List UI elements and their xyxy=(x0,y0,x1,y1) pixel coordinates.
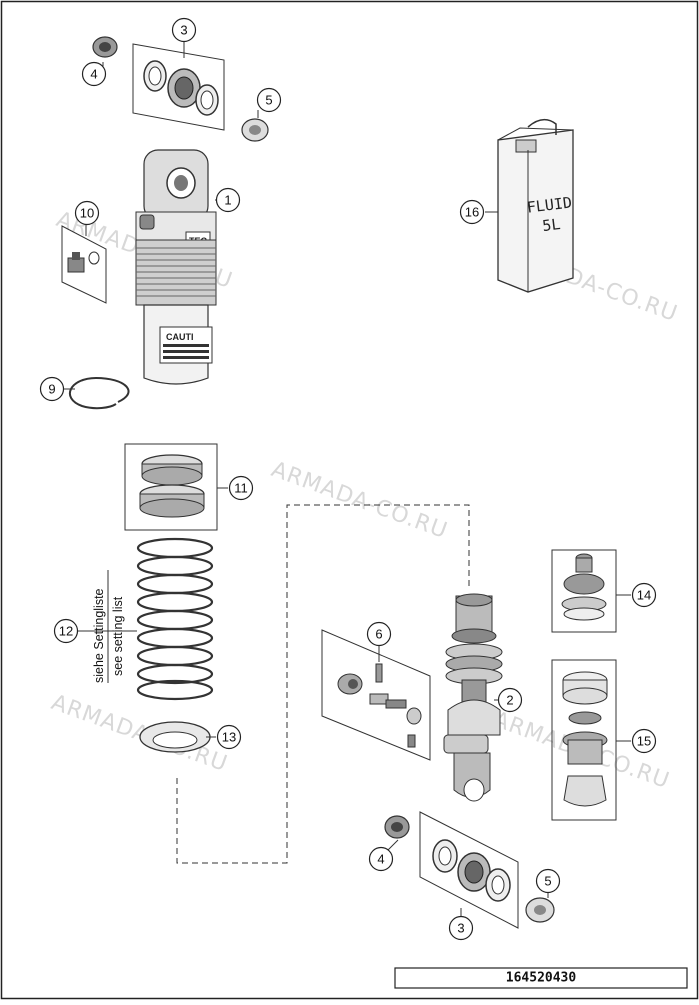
callout-4-bottom: 4 xyxy=(368,846,394,872)
svg-text:13: 13 xyxy=(222,730,236,745)
callout-2: 2 xyxy=(497,687,523,713)
bearing-kit-bottom xyxy=(419,811,519,929)
svg-text:6: 6 xyxy=(375,627,382,642)
callout-3-bottom: 3 xyxy=(448,915,474,941)
setting-note-de: siehe Settingliste xyxy=(92,588,106,683)
svg-text:9: 9 xyxy=(48,382,55,397)
svg-text:11: 11 xyxy=(234,481,248,496)
fluid-can: FLUID 5L xyxy=(497,118,574,293)
spring-retainer-kit xyxy=(124,443,218,531)
bushing-top xyxy=(92,36,118,58)
svg-text:4: 4 xyxy=(90,67,97,82)
callout-15: 15 xyxy=(631,728,657,754)
part-number: 164520430 xyxy=(506,971,577,986)
shock-absorber-body: TEC CAUTI xyxy=(135,149,217,385)
callout-11: 11 xyxy=(228,475,254,501)
shock-caution-label: CAUTI xyxy=(166,332,194,342)
seal-ring-bottom xyxy=(525,897,555,923)
spring-seat xyxy=(139,721,211,753)
valve-kit xyxy=(61,225,107,304)
svg-text:1: 1 xyxy=(224,193,231,208)
bearing-kit-top xyxy=(132,43,225,131)
svg-text:14: 14 xyxy=(637,588,651,603)
svg-text:15: 15 xyxy=(637,734,651,749)
callout-6: 6 xyxy=(366,621,392,647)
svg-text:5: 5 xyxy=(544,874,551,889)
circlip xyxy=(69,376,130,410)
coil-spring xyxy=(136,537,214,701)
dashed-assembly-line xyxy=(176,504,470,864)
svg-text:12: 12 xyxy=(59,624,73,639)
callout-13: 13 xyxy=(216,724,242,750)
top-out-kit xyxy=(551,549,617,633)
fluid-can-label-1: FLUID xyxy=(526,193,573,216)
callout-1: 1 xyxy=(215,187,241,213)
callout-3-top: 3 xyxy=(171,17,197,43)
callout-9: 9 xyxy=(39,376,65,402)
watermark-3: ARMADA-CO.RU xyxy=(268,457,451,544)
callout-12: 12 xyxy=(53,618,79,644)
callout-10: 10 xyxy=(74,200,100,226)
svg-text:10: 10 xyxy=(80,206,94,221)
bushing-bottom xyxy=(384,815,410,839)
leader-lines xyxy=(64,42,631,916)
seal-ring-top xyxy=(241,118,269,142)
damper-assembly xyxy=(443,593,503,802)
setting-note-en: see setting list xyxy=(111,596,125,676)
adjuster-parts-kit xyxy=(321,629,431,761)
svg-text:4: 4 xyxy=(377,852,384,867)
bumper-kit xyxy=(551,659,617,821)
part-number-box: 164520430 xyxy=(394,967,688,989)
callout-5-top: 5 xyxy=(256,87,282,113)
callout-16: 16 xyxy=(459,199,485,225)
svg-text:3: 3 xyxy=(457,921,464,936)
svg-text:3: 3 xyxy=(180,23,187,38)
svg-text:16: 16 xyxy=(465,205,479,220)
callout-5-bottom: 5 xyxy=(535,868,561,894)
svg-text:5: 5 xyxy=(265,93,272,108)
callout-14: 14 xyxy=(631,582,657,608)
callout-4-top: 4 xyxy=(81,61,107,87)
svg-text:2: 2 xyxy=(506,693,513,708)
fluid-can-label-2: 5L xyxy=(541,215,561,235)
